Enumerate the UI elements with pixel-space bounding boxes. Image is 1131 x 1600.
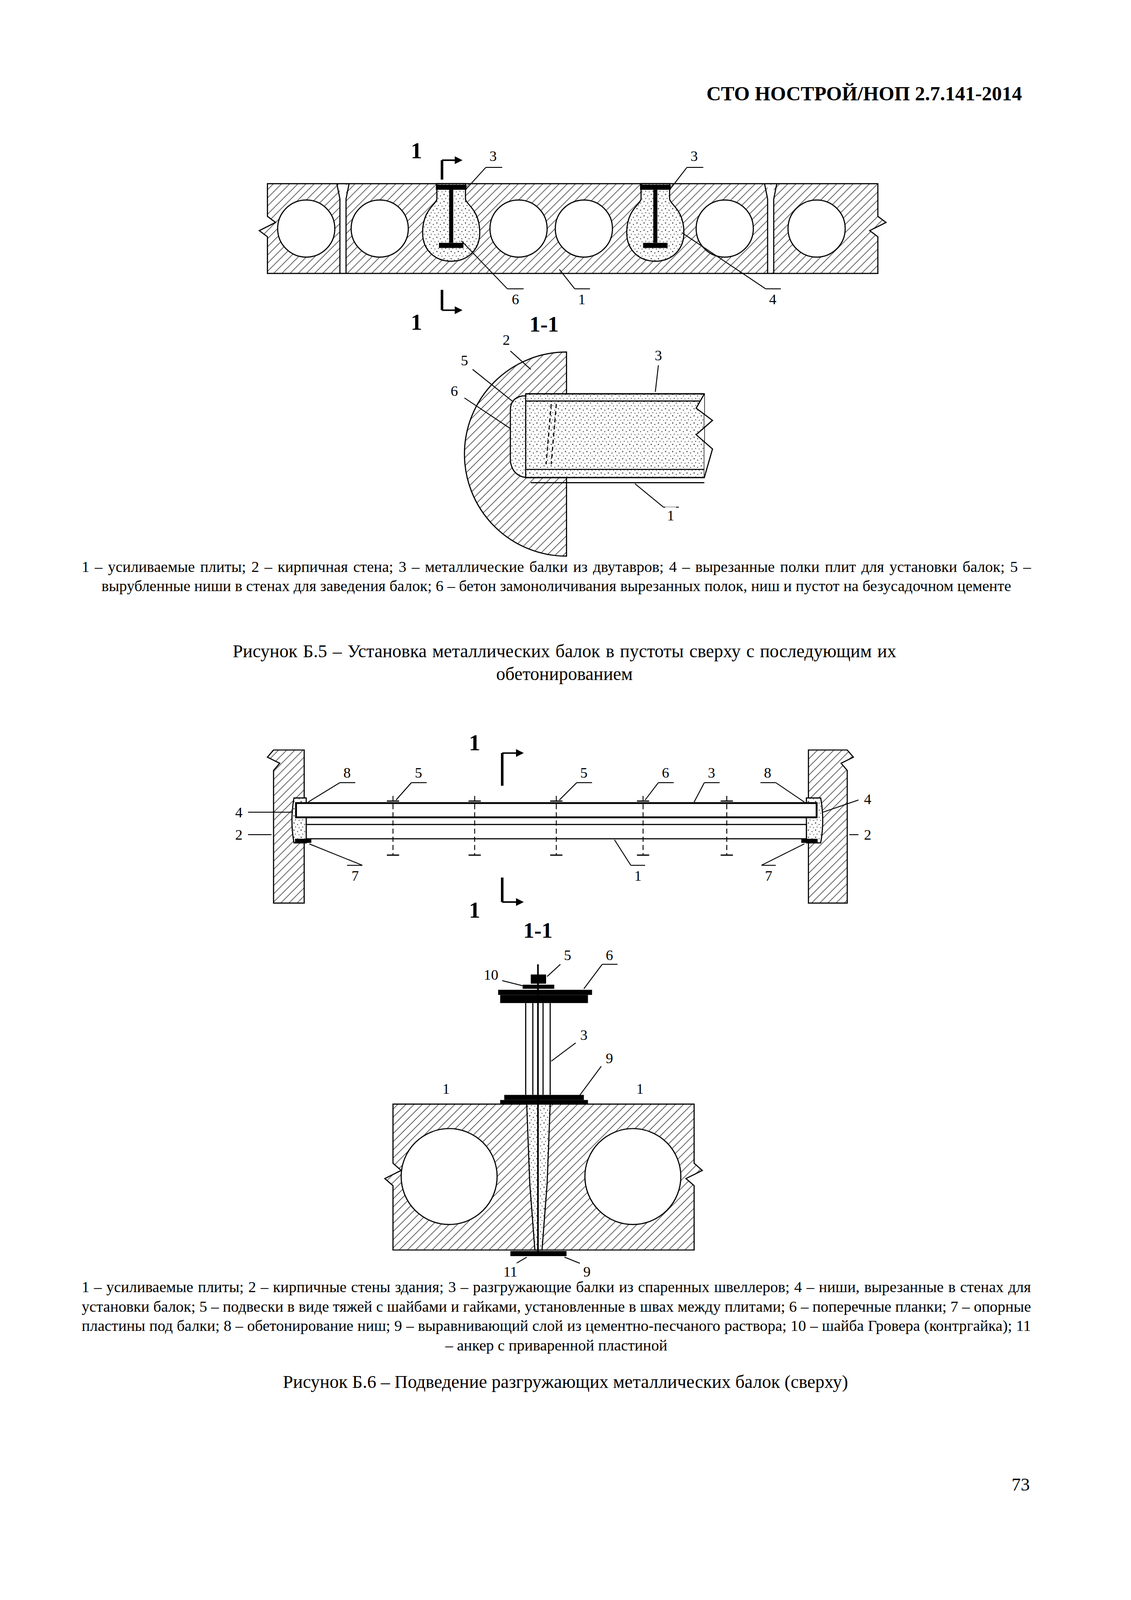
- legend-text: 1 – усиливаемые плиты; 2 – кирпичные сте…: [81, 1277, 1032, 1356]
- leader-lines-b6-section: [502, 964, 618, 1264]
- callout-number: 1: [440, 1080, 452, 1098]
- section-b6: [384, 964, 703, 1257]
- leader-lines-b6: [248, 782, 859, 866]
- callout-number: 7: [763, 867, 775, 885]
- section-mark: 1: [408, 137, 424, 165]
- callout-number: 8: [761, 764, 773, 782]
- callout-number: 3: [705, 764, 717, 782]
- section-mark: 1: [408, 309, 424, 336]
- callout-number: 1: [632, 867, 644, 885]
- callout-number: 2: [500, 331, 512, 349]
- leader-lines-b5: [461, 167, 781, 289]
- callout-number: 6: [510, 290, 522, 308]
- callout-number: 9: [581, 1263, 593, 1281]
- figure-caption: Рисунок Б.6 – Подведение разгружающих ме…: [153, 1370, 979, 1394]
- callout-number: 5: [578, 764, 590, 782]
- callout-number: 5: [412, 764, 424, 782]
- callout-number: 8: [341, 764, 353, 782]
- callout-number: 2: [862, 826, 874, 844]
- section-mark: 1: [467, 729, 483, 757]
- section-mark-b5: [442, 157, 462, 314]
- elevation-b6: [267, 750, 854, 904]
- figure-caption: Рисунок Б.5 – Установка металлических ба…: [232, 640, 897, 686]
- section-title: 1-1: [521, 918, 555, 944]
- callout-number: 4: [862, 790, 874, 808]
- callout-number: 1: [576, 290, 588, 308]
- callout-number: 9: [604, 1050, 616, 1068]
- callout-number: 5: [458, 351, 470, 369]
- callout-number: 1: [634, 1080, 646, 1098]
- callout-number: 2: [233, 826, 245, 844]
- callout-number: 5: [562, 947, 574, 965]
- callout-number: 1: [665, 506, 677, 524]
- callout-number: 3: [688, 147, 700, 165]
- page-header: СТО НОСТРОЙ/НОП 2.7.141-2014: [704, 82, 1025, 106]
- callout-number: 6: [604, 947, 616, 965]
- callout-number: 3: [487, 147, 499, 165]
- section-title: 1-1: [527, 312, 561, 338]
- section-mark: 1: [467, 897, 483, 924]
- callout-number: 6: [448, 382, 460, 400]
- leader-lines-b5-section: [464, 351, 679, 508]
- legend-text: 1 – усиливаемые плиты; 2 – кирпичная сте…: [81, 557, 1032, 597]
- callout-number: 11: [501, 1263, 520, 1281]
- slab-section-b5: [259, 183, 887, 274]
- callout-number: 10: [481, 966, 501, 984]
- callout-number: 3: [578, 1026, 590, 1044]
- callout-number: 4: [233, 804, 245, 822]
- callout-number: 7: [349, 867, 361, 885]
- page-number: 73: [1009, 1474, 1032, 1496]
- section-mark-b6: [502, 750, 523, 906]
- callout-number: 4: [767, 290, 779, 308]
- callout-number: 3: [652, 346, 664, 364]
- callout-number: 6: [660, 764, 672, 782]
- wall-section-b5: [464, 352, 713, 557]
